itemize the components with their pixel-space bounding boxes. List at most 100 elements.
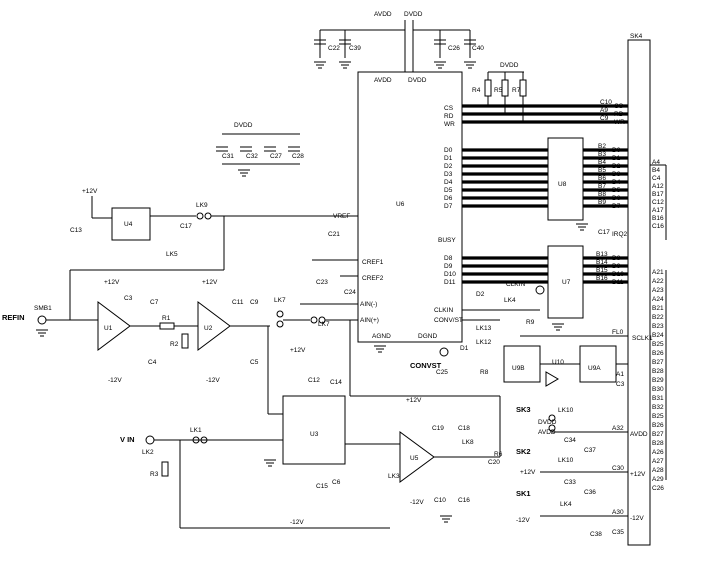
svg-text:C28: C28 — [292, 153, 304, 160]
svg-text:B25: B25 — [652, 413, 664, 420]
c9-label: C9 — [250, 299, 259, 306]
sk3-label: SK3 — [516, 405, 531, 414]
svg-text:B2: B2 — [598, 143, 606, 150]
c34-label: C34 — [564, 437, 576, 444]
u6-cs: CS — [444, 105, 454, 112]
svg-text:B17: B17 — [652, 191, 664, 198]
sk1-label: SK1 — [516, 489, 531, 498]
vin-connector — [145, 435, 155, 445]
svg-text:B28: B28 — [652, 440, 664, 447]
ground-symbols — [36, 61, 588, 523]
svg-text:IRQ2: IRQ2 — [612, 231, 628, 238]
u6-body — [357, 71, 463, 343]
c13-label: C13 — [70, 227, 82, 234]
a30-label: A30 — [612, 509, 624, 516]
u6-dvdd-pin: DVDD — [408, 77, 427, 84]
svg-text:D7: D7 — [444, 203, 453, 210]
svg-text:D3: D3 — [612, 171, 621, 178]
u2-label: U2 — [204, 325, 213, 332]
r6-label: R6 — [494, 451, 503, 458]
u6-avdd-pin: AVDD — [374, 77, 392, 84]
sk4-m12: -12V — [630, 515, 644, 522]
u4-label: U4 — [124, 221, 133, 228]
svg-text:D5: D5 — [612, 187, 621, 194]
u2-opamp — [197, 301, 231, 351]
svg-text:B4: B4 — [598, 159, 606, 166]
svg-text:C26: C26 — [652, 485, 664, 492]
u9b-body — [503, 345, 541, 383]
svg-text:C27: C27 — [270, 153, 282, 160]
c11-label: C11 — [232, 299, 244, 306]
u4-p12: +12V — [82, 188, 98, 195]
r3-resistor — [161, 461, 169, 477]
convst-connector — [439, 347, 449, 357]
svg-text:B25: B25 — [652, 341, 664, 348]
u6-busy: BUSY — [438, 237, 456, 244]
svg-text:D1: D1 — [444, 155, 453, 162]
c24-label: C24 — [344, 289, 356, 296]
c19-label: C19 — [432, 425, 444, 432]
r1-resistor — [159, 322, 175, 330]
u1-p12: +12V — [104, 279, 120, 286]
c35-label: C35 — [612, 529, 624, 536]
sk4-label: SK4 — [630, 33, 643, 40]
svg-text:D2: D2 — [444, 163, 453, 170]
sk4-avdd: AVDD — [630, 431, 648, 438]
u1-m12: -12V — [108, 377, 122, 384]
r9-label: R9 — [526, 319, 535, 326]
svg-text:A9: A9 — [600, 107, 608, 114]
dvdd-top: DVDD — [404, 11, 423, 18]
u2-p12: +12V — [202, 279, 218, 286]
lk7-jumper — [310, 316, 318, 324]
sk4-body — [627, 39, 651, 546]
svg-text:B16: B16 — [652, 215, 664, 222]
clkin-label: CLKIN — [506, 281, 525, 288]
lk10b-label: LK10 — [558, 457, 574, 464]
lk13-label: LK4 — [504, 297, 516, 304]
r2-label: R2 — [170, 341, 179, 348]
sk3-avdd: AVDD — [538, 429, 556, 436]
svg-text:A24: A24 — [652, 296, 664, 303]
smb1-connector — [37, 315, 47, 325]
c15-label: C15 — [316, 483, 328, 490]
u5-m12: -12V — [410, 499, 424, 506]
sk4-p12: +12V — [630, 471, 646, 478]
svg-text:C32: C32 — [246, 153, 258, 160]
r1-label: R1 — [162, 315, 171, 322]
u6-clkin: CLKIN — [434, 307, 453, 314]
svg-text:A23: A23 — [652, 287, 664, 294]
svg-text:R4: R4 — [472, 87, 481, 94]
svg-text:B27: B27 — [652, 431, 664, 438]
c17-label: C17 — [180, 223, 192, 230]
a32-label: A32 — [612, 425, 624, 432]
svg-text:A12: A12 — [652, 183, 664, 190]
svg-text:D9: D9 — [444, 263, 453, 270]
c18-label: C18 — [458, 425, 470, 432]
svg-text:D0: D0 — [444, 147, 453, 154]
u6-agnd: AGND — [372, 333, 391, 340]
c14-label: C14 — [330, 379, 342, 386]
svg-text:B4: B4 — [652, 167, 660, 174]
c4-label: C4 — [148, 359, 157, 366]
r3-label: R3 — [150, 471, 159, 478]
u1-opamp — [97, 301, 131, 351]
svg-text:D6: D6 — [612, 195, 621, 202]
svg-text:C22: C22 — [328, 45, 340, 52]
svg-text:B28: B28 — [652, 368, 664, 375]
c23-label: C23 — [316, 279, 328, 286]
svg-text:D10: D10 — [612, 271, 624, 278]
svg-text:B15: B15 — [596, 267, 608, 274]
svg-text:D6: D6 — [444, 195, 453, 202]
lk9-jumper — [196, 212, 204, 220]
u6-dgnd: DGND — [418, 333, 437, 340]
u6-label: U6 — [396, 201, 405, 208]
sk4-sclk1: SCLK1 — [632, 335, 653, 342]
lk1-jumper — [192, 436, 200, 444]
svg-text:C4: C4 — [652, 175, 661, 182]
svg-text:B5: B5 — [598, 167, 606, 174]
p12-lk: +12V — [290, 347, 306, 354]
svg-text:B32: B32 — [652, 404, 664, 411]
smb1-label: SMB1 — [34, 305, 52, 312]
svg-text:C16: C16 — [652, 223, 664, 230]
u4-body — [111, 207, 151, 241]
